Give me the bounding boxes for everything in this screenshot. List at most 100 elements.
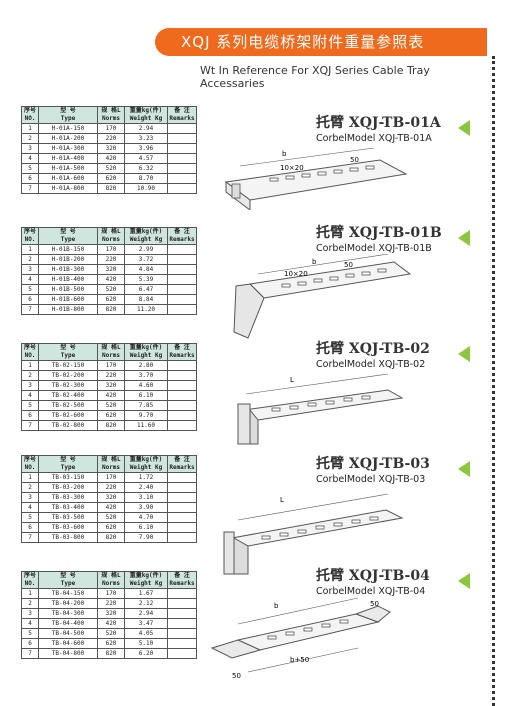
header-zh: 型 号 [60, 107, 76, 114]
table-cell: 7 [21, 420, 39, 431]
table-cell: 1 [21, 588, 39, 599]
table-cell: 170 [97, 244, 125, 255]
table-cell [167, 588, 197, 599]
header-zh: 备 注 [174, 344, 190, 351]
table-cell: 10.90 [124, 183, 168, 194]
label-b: b [282, 150, 287, 158]
arrow-left-icon [458, 461, 470, 477]
header-zh: 重量kg(件) [129, 344, 163, 351]
table-header-cell: 重量kg(件)Weight Kg [124, 455, 168, 473]
table-cell: 320 [97, 380, 125, 391]
table-cell: 420 [97, 153, 125, 164]
table-cell: 2 [21, 370, 39, 381]
table-cell: 520 [97, 400, 125, 411]
table-cell: 7 [21, 183, 39, 194]
table-cell [167, 628, 197, 639]
table-cell [167, 472, 197, 483]
table-cell: 820 [97, 420, 125, 431]
table-cell: 620 [97, 294, 125, 305]
table-cell: 170 [97, 588, 125, 599]
header-en: Type [60, 236, 76, 243]
table-cell: 320 [97, 143, 125, 154]
table-cell: 8.70 [124, 173, 168, 184]
table-cell: H-01B-400 [38, 274, 98, 285]
table-cell: 6 [21, 294, 39, 305]
table-header-cell: 重量kg(件)Weight Kg [124, 106, 168, 124]
table-cell: 6.20 [124, 648, 168, 659]
table-cell: 7 [21, 532, 39, 543]
header-zh: 备 注 [174, 228, 190, 235]
header-zh: 序号 [23, 344, 36, 351]
label-L: L [290, 376, 294, 384]
header-zh: 序号 [23, 456, 36, 463]
table-cell: 1 [21, 123, 39, 134]
header-zh: 重量kg(件) [129, 456, 163, 463]
table-cell: 3.47 [124, 618, 168, 629]
table-cell: 220 [97, 133, 125, 144]
header-zh: 重量kg(件) [129, 228, 163, 235]
table-cell: 520 [97, 163, 125, 174]
header-zh: 备 注 [174, 572, 190, 579]
drawing-tb-01b: b 10×20 50 [233, 253, 412, 339]
table-cell: 820 [97, 183, 125, 194]
table-cell: 620 [97, 410, 125, 421]
dotted-guide-line [492, 56, 495, 706]
header-en: Remarks [169, 580, 195, 587]
label-b: b [274, 602, 279, 610]
table-cell: 4 [21, 390, 39, 401]
header-en: Norms [101, 352, 121, 359]
model-name-zh: 托臂 XQJ-TB-01B [316, 225, 442, 241]
table-cell [167, 532, 197, 543]
table-cell: 420 [97, 274, 125, 285]
table-cell [167, 284, 197, 295]
drawing-tb-01a: b 10×20 50 [224, 148, 408, 210]
table-cell: H-01A-500 [38, 163, 98, 174]
header-en: Norms [101, 236, 121, 243]
table-cell: 5.39 [124, 274, 168, 285]
table-cell: 7.85 [124, 400, 168, 411]
model-name-zh: 托臂 XQJ-TB-04 [316, 568, 430, 584]
arrow-left-icon [458, 573, 470, 589]
label-50: 50 [344, 261, 353, 269]
label-50-left: 50 [232, 672, 241, 680]
table-cell: TB-02-500 [38, 400, 98, 411]
table-cell: 4.57 [124, 153, 168, 164]
table-cell: H-01A-400 [38, 153, 98, 164]
table-cell: 170 [97, 123, 125, 134]
table-cell [167, 608, 197, 619]
table-cell: 2.40 [124, 482, 168, 493]
table-cell: 5 [21, 400, 39, 411]
table-cell: 7 [21, 304, 39, 315]
table-cell [167, 183, 197, 194]
model-name-en: CorbelModel XQJ-TB-02 [316, 359, 426, 370]
arrow-left-icon [458, 120, 470, 136]
table-cell [167, 410, 197, 421]
table-cell: H-01B-500 [38, 284, 98, 295]
table-cell: 820 [97, 304, 125, 315]
header-en: Weight Kg [129, 464, 163, 471]
table-cell: 5.10 [124, 638, 168, 649]
table-cell: 7.90 [124, 532, 168, 543]
header-zh: 序号 [23, 228, 36, 235]
table-cell: 820 [97, 648, 125, 659]
table-header-cell: 重量kg(件)Weight Kg [124, 343, 168, 361]
header-zh: 型 号 [60, 344, 76, 351]
table-cell: 5 [21, 163, 39, 174]
table-cell: 6.47 [124, 284, 168, 295]
table-cell: 2.94 [124, 608, 168, 619]
model-name-zh: 托臂 XQJ-TB-01A [316, 115, 441, 131]
